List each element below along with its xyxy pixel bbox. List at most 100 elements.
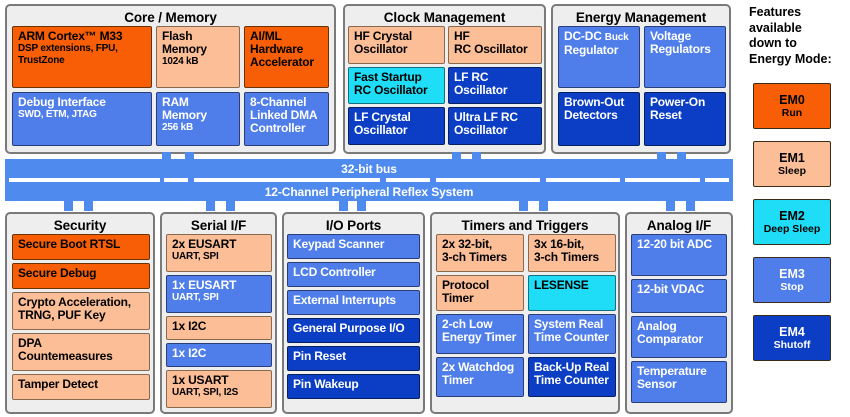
block-line-1: Fast Startup (354, 70, 422, 84)
block-line-1: Ultra LF RC (454, 110, 518, 124)
legend-item-state: Run (781, 107, 803, 119)
block-line-1: 3x 16-bit, (534, 237, 585, 251)
block-security-2: Secure Debug (12, 263, 150, 289)
block-line-1: Secure Debug (18, 266, 97, 280)
bus-riser-3 (188, 178, 194, 182)
legend-title-line-3: down to (749, 36, 797, 50)
block-line-2: Time Counter (534, 373, 609, 388)
bus-stub-down-3-2 (357, 201, 366, 211)
block-line-1: Flash (162, 29, 193, 43)
block-line-2: Timer (442, 291, 474, 306)
block-line-1: Voltage (650, 29, 692, 43)
block-line-1: Pin Wakeup (293, 377, 359, 391)
bus-stub-down-2-2 (226, 201, 235, 211)
bus-prs-label: 12-Channel Peripheral Reflex System (264, 185, 474, 199)
legend-title-line-2: available (749, 20, 802, 35)
block-line-2: DSP extensions, FPU, (18, 43, 118, 55)
block-line-2: Energy Timer (442, 330, 517, 345)
block-line-2: Oscillator (454, 123, 508, 138)
section-title-clock-management: Clock Management (383, 10, 506, 25)
block-line-1: LF Crystal (354, 110, 411, 124)
block-security-5: Tamper Detect (12, 374, 150, 400)
legend-item-name: EM0 (779, 93, 805, 107)
section-title-energy-management: Energy Management (575, 10, 707, 25)
block-line-2: 256 kB (162, 122, 194, 134)
block-line-1: Keypad Scanner (293, 237, 385, 251)
block-timers-triggers-4: LESENSE (528, 275, 616, 311)
section-title-core-memory: Core / Memory (124, 10, 217, 25)
block-line-1: 2-ch Low (442, 317, 493, 331)
legend-item-name: EM1 (779, 151, 805, 165)
block-line-2: Detectors (564, 108, 618, 123)
bus-stub-up-3-2 (677, 152, 686, 161)
block-line-2: UART, SPI (172, 292, 219, 304)
bus-riser-5 (430, 178, 436, 182)
bus-stub-down-5-2 (686, 201, 695, 211)
block-io-ports-5: Pin Reset (287, 346, 420, 371)
block-line-1: 1x I2C (172, 346, 207, 360)
legend-item-name: EM2 (779, 209, 805, 223)
bus-riser-8 (700, 178, 705, 182)
block-security-3: Crypto Acceleration,TRNG, PUF Key (12, 292, 150, 330)
block-line-2: UART, SPI (172, 251, 219, 263)
block-security-1: Secure Boot RTSL (12, 234, 150, 260)
block-line-2: Comparator (637, 332, 704, 347)
section-title-serial-if: Serial I/F (190, 218, 247, 233)
block-line-1: 12-20 bit ADC (637, 237, 712, 251)
block-line-1: Analog (637, 319, 677, 333)
legend-title-line-4: Energy Mode: (749, 51, 832, 66)
block-line-1: DPA (18, 336, 42, 350)
bus-stub-down-4-1 (519, 201, 528, 211)
block-line-1: ARM Cortex™ M33 (18, 29, 123, 43)
block-line-1: RAM Memory (162, 95, 207, 123)
bus-32bit: 32-bit bus (5, 159, 733, 178)
legend-item-name: EM3 (779, 267, 805, 281)
legend-title: Features available down to Energy Mode: (749, 5, 845, 67)
block-serial-if-3: 1x I2C (166, 316, 272, 340)
block-line-1: Power-On (650, 95, 706, 109)
bus-stub-up-3-1 (657, 152, 666, 161)
bus-stub-down-4-2 (539, 201, 548, 211)
block-line-2: Countemeasures (18, 349, 113, 364)
block-line-2: Sensor (637, 377, 677, 392)
block-line-1: Pin Reset (293, 349, 346, 363)
legend-title-line-1: Features (749, 5, 802, 19)
block-line-1: Brown-Out (564, 95, 625, 109)
legend-item-state: Sleep (777, 165, 806, 177)
block-line-2: Hardware (250, 42, 304, 57)
block-analog-if-1: 12-20 bit ADC (631, 234, 727, 276)
block-timers-triggers-1: 2x 32-bit,3-ch Timers (436, 234, 524, 272)
block-line-1: AI/ML (250, 29, 282, 43)
block-line-2: Memory (162, 42, 207, 57)
block-io-ports-1: Keypad Scanner (287, 234, 420, 259)
legend-item-state: Stop (780, 281, 804, 293)
block-io-ports-4: General Purpose I/O (287, 318, 420, 343)
bus-stub-down-3-1 (339, 201, 348, 211)
block-line-2: Oscillator (354, 123, 408, 138)
block-line-2: UART, SPI, I2S (172, 387, 239, 399)
block-line-1: Tamper Detect (18, 377, 98, 391)
block-line-1-small: Buck (604, 32, 629, 43)
block-line-1: Temperature (637, 364, 707, 378)
bus-stub-down-5-1 (666, 201, 675, 211)
block-line-1: 2x Watchdog (442, 360, 515, 374)
bus-riser-7 (620, 178, 625, 182)
bus-riser-4 (380, 178, 386, 182)
